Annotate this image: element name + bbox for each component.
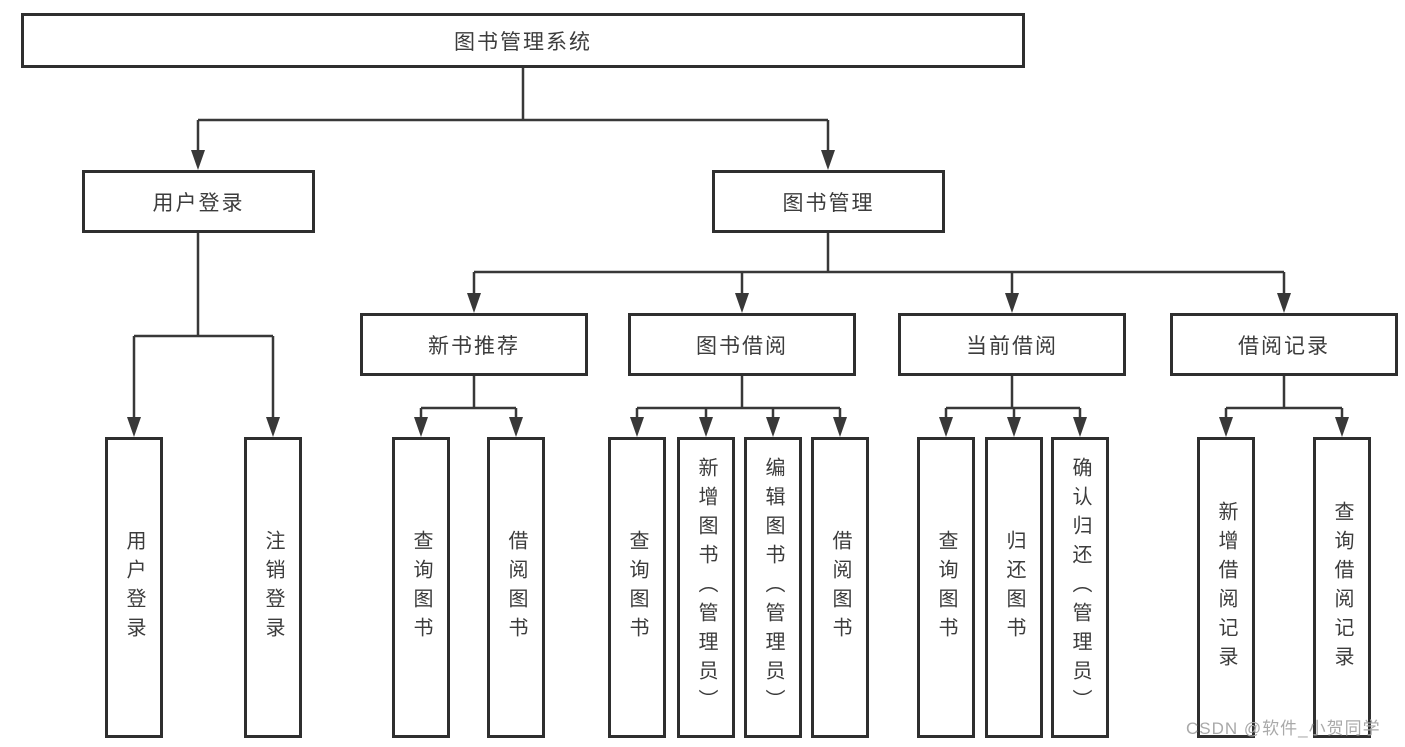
node-label: 查询图书 [935, 529, 957, 646]
leaf-user-login: 用户登录 [105, 437, 163, 738]
csdn-watermark: CSDN @软件_小贺同学 [1186, 719, 1381, 738]
leaf-confirm-return-admin: 确认归还（管理员） [1051, 437, 1109, 738]
leaf-borrow-books: 借阅图书 [811, 437, 869, 738]
node-user-login: 用户登录 [82, 170, 315, 233]
node-label: 新书推荐 [428, 334, 520, 358]
leaf-borrow-books-recommend: 借阅图书 [487, 437, 545, 738]
node-label: 图书借阅 [696, 334, 788, 358]
leaf-return-books: 归还图书 [985, 437, 1043, 738]
node-current-borrow: 当前借阅 [898, 313, 1126, 376]
leaf-query-books-recommend: 查询图书 [392, 437, 450, 738]
leaf-query-books-borrow: 查询图书 [608, 437, 666, 738]
node-label: 确认归还（管理员） [1069, 457, 1091, 718]
node-label: 用户登录 [152, 191, 245, 215]
leaf-add-borrow-record: 新增借阅记录 [1197, 437, 1255, 738]
node-label: 查询图书 [626, 529, 648, 646]
node-borrow-records: 借阅记录 [1170, 313, 1398, 376]
node-label: 图书管理系统 [454, 30, 592, 54]
node-label: 新增借阅记录 [1215, 500, 1237, 675]
leaf-query-books-current: 查询图书 [917, 437, 975, 738]
leaf-add-books-admin: 新增图书（管理员） [677, 437, 735, 738]
node-label: 归还图书 [1003, 529, 1025, 646]
node-label: 图书管理 [782, 191, 875, 215]
node-label: 查询借阅记录 [1331, 500, 1353, 675]
node-label: 当前借阅 [966, 334, 1058, 358]
node-label: 注销登录 [262, 529, 284, 646]
node-book-management: 图书管理 [712, 170, 945, 233]
node-label: 借阅图书 [829, 529, 851, 646]
node-root-library-system: 图书管理系统 [21, 13, 1025, 68]
node-label: 借阅记录 [1238, 334, 1330, 358]
leaf-logout: 注销登录 [244, 437, 302, 738]
node-label: 新增图书（管理员） [695, 457, 717, 718]
node-label: 查询图书 [410, 529, 432, 646]
leaf-query-borrow-record: 查询借阅记录 [1313, 437, 1371, 738]
node-label: 编辑图书（管理员） [762, 457, 784, 718]
leaf-edit-books-admin: 编辑图书（管理员） [744, 437, 802, 738]
arrowheads [127, 150, 1349, 437]
node-new-book-recommend: 新书推荐 [360, 313, 588, 376]
node-book-borrow: 图书借阅 [628, 313, 856, 376]
node-label: 用户登录 [123, 529, 145, 646]
node-label: 借阅图书 [505, 529, 527, 646]
